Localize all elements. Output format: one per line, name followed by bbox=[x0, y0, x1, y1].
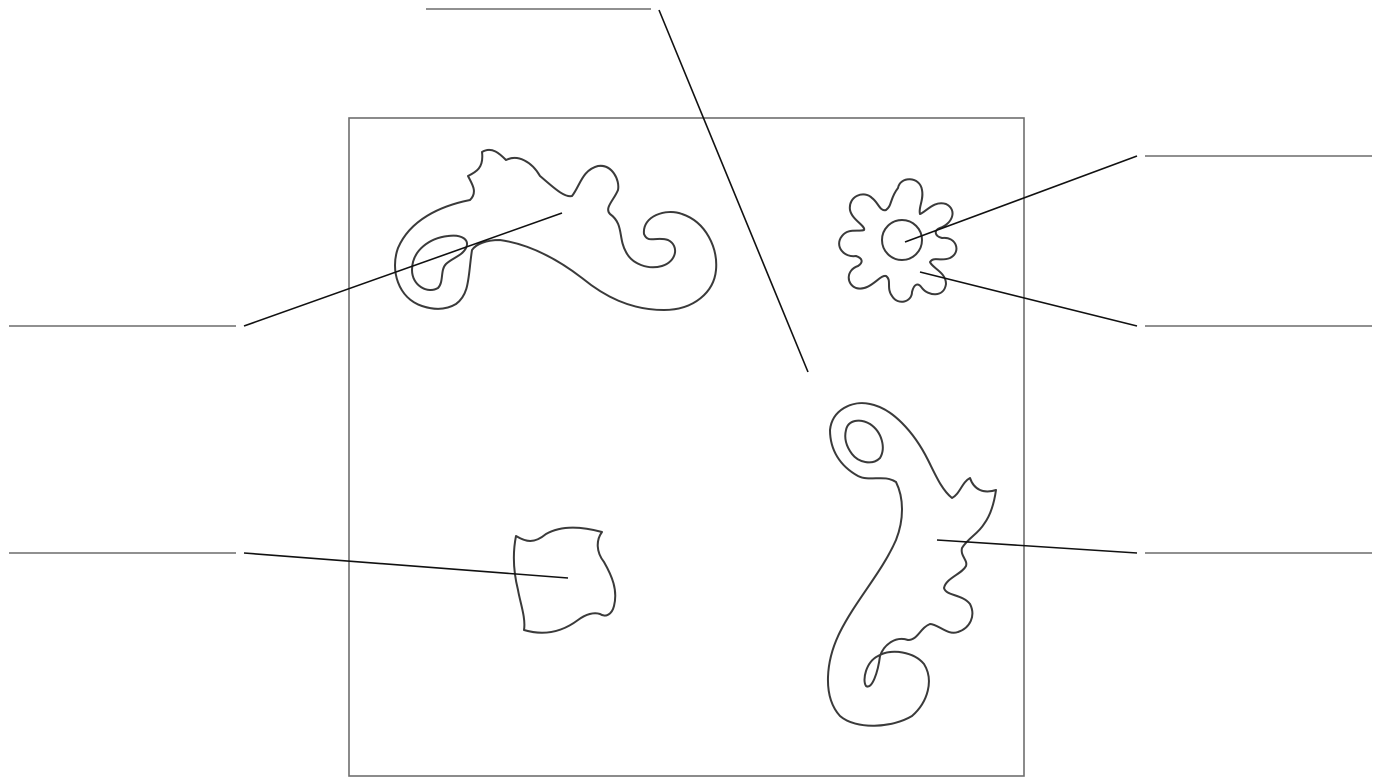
flower-center bbox=[882, 220, 922, 260]
